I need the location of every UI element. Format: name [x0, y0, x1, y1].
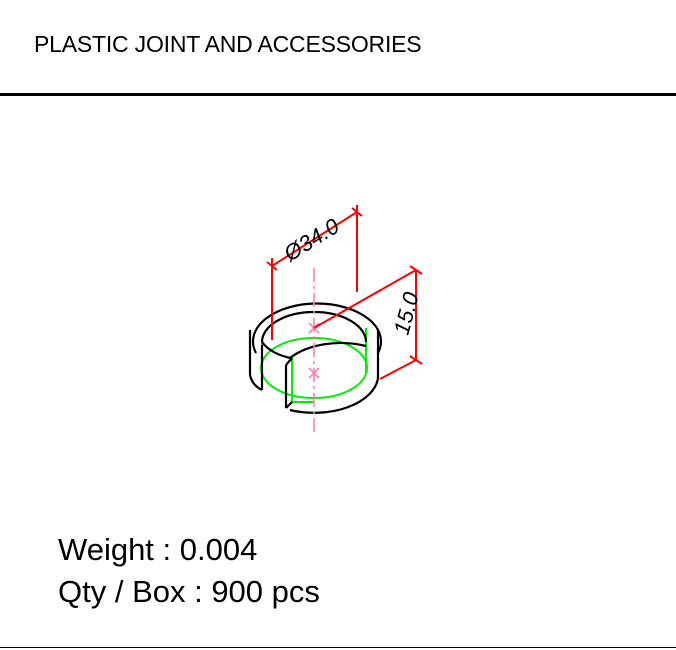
ring-outline	[248, 302, 383, 414]
weight-label: Weight : 0.004	[58, 532, 258, 567]
hidden-edges	[260, 328, 368, 403]
dimension-lines	[266, 205, 423, 380]
diameter-dimension: Ø34.0	[279, 213, 345, 267]
height-dimension: 15.0	[389, 289, 424, 338]
center-axis	[308, 268, 320, 435]
qty-per-box-label: Qty / Box : 900 pcs	[58, 574, 320, 609]
header-divider	[0, 93, 676, 96]
footer-divider	[0, 647, 676, 648]
page-title: PLASTIC JOINT AND ACCESSORIES	[34, 31, 422, 57]
